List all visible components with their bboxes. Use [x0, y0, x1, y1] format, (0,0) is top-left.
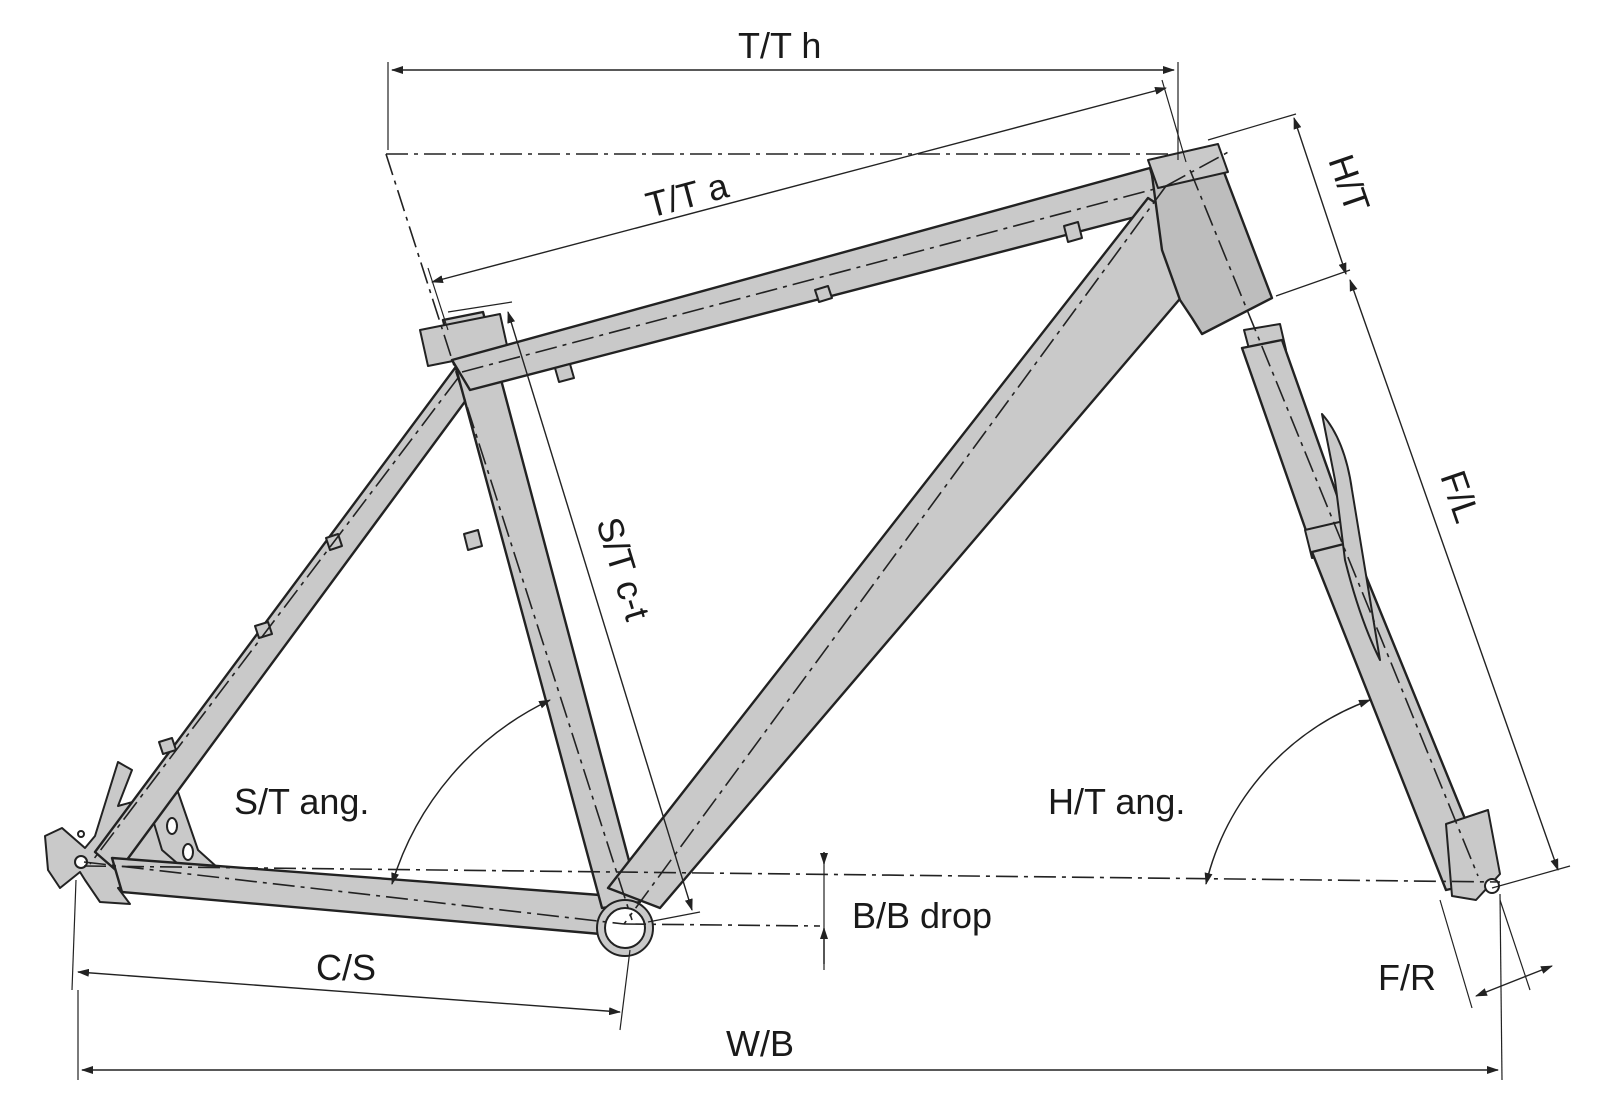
seat-tube [441, 310, 642, 910]
bottom-bracket-inner [604, 907, 646, 949]
dimension-lines [71, 62, 1571, 1081]
cable-guide [554, 363, 575, 383]
cable-guide [158, 737, 177, 755]
brake-mount-hole [166, 817, 178, 835]
label-head-tube-angle: H/T ang. [1048, 781, 1185, 822]
frame-drawing [44, 143, 1501, 957]
cable-guide [814, 285, 833, 303]
label-fork-length: F/L [1432, 465, 1488, 528]
cable-guide [463, 529, 483, 551]
dropout-bolt [77, 830, 85, 838]
label-top-tube-horizontal: T/T h [738, 25, 821, 66]
label-head-tube: H/T [1320, 149, 1378, 217]
label-chainstay: C/S [316, 947, 376, 988]
label-fork-rake: F/R [1378, 957, 1436, 998]
label-wheelbase: W/B [726, 1023, 794, 1064]
label-seat-tube-angle: S/T ang. [234, 781, 369, 822]
cable-guide [254, 621, 273, 639]
brake-mount-hole [182, 843, 194, 861]
cable-guide [1063, 221, 1083, 243]
label-bb-drop: B/B drop [852, 895, 992, 936]
label-top-tube-actual: T/T a [641, 164, 733, 225]
